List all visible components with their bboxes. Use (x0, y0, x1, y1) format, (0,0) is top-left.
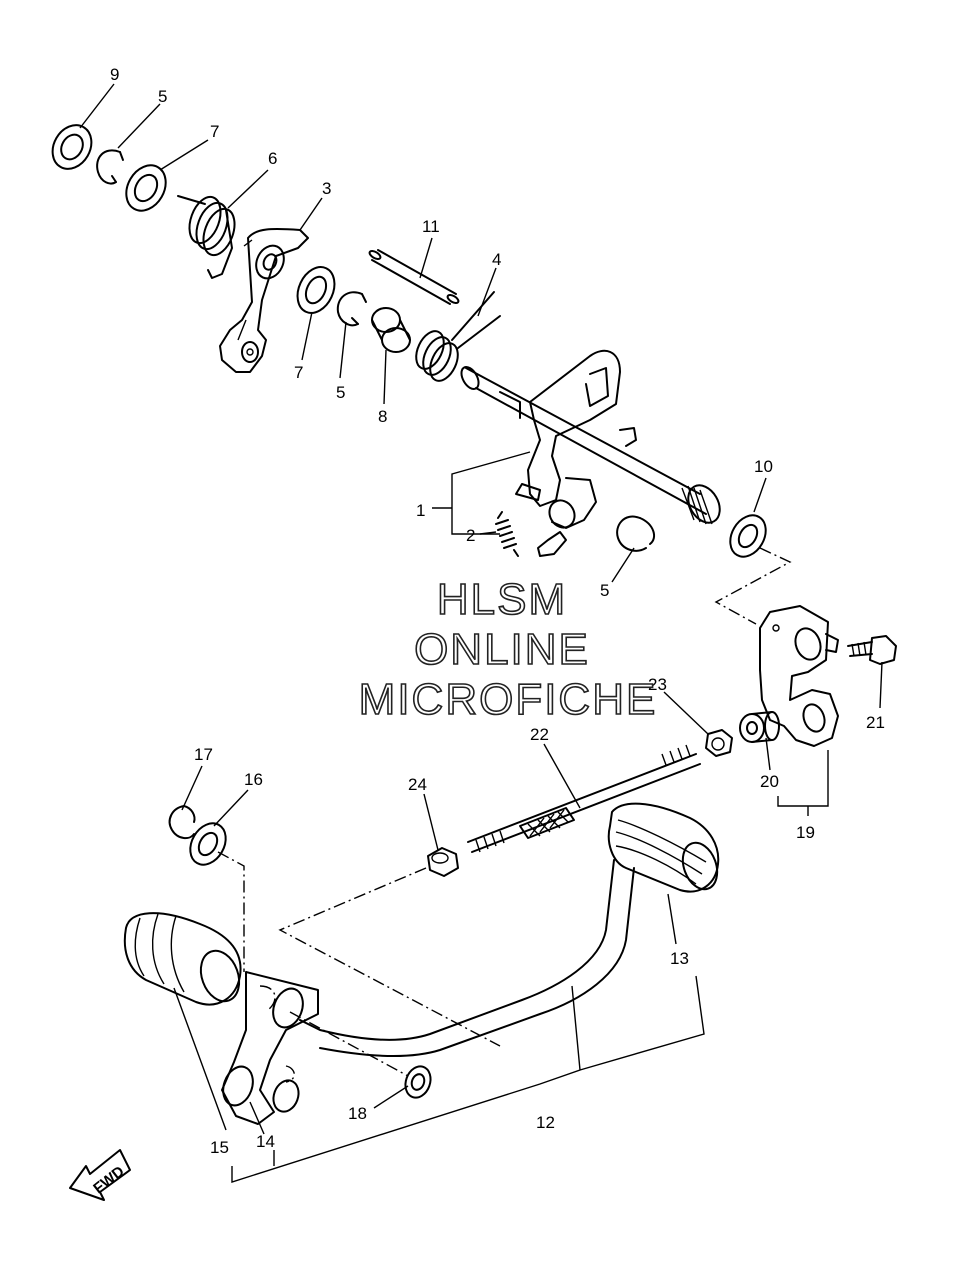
part-19-shift-arm (759, 605, 839, 747)
callout-4: 4 (492, 250, 501, 269)
part-7-washer-middle (296, 266, 336, 314)
leader-lines (79, 83, 883, 1183)
part-24-nut (427, 847, 459, 877)
part-22-shift-rod (467, 744, 701, 853)
callout-20: 20 (760, 772, 779, 791)
part-6-spring (177, 195, 236, 279)
watermark-line-1: HLSM (437, 575, 567, 624)
callout-6: 6 (268, 149, 277, 168)
part-9-washer (51, 124, 93, 170)
part-7-washer-top (125, 164, 167, 212)
callout-7-middle: 7 (294, 363, 303, 382)
forward-direction-arrow-icon: FWD (69, 1149, 131, 1201)
callout-24: 24 (408, 775, 427, 794)
watermark-line-2: ONLINE (414, 625, 590, 674)
callout-23: 23 (648, 675, 667, 694)
callout-3: 3 (322, 179, 331, 198)
callout-13: 13 (670, 949, 689, 968)
callout-19: 19 (796, 823, 815, 842)
callout-12: 12 (536, 1113, 555, 1132)
callout-labels: 9 5 7 6 3 7 5 8 11 4 1 2 5 10 21 20 19 2… (110, 65, 885, 1157)
part-16-washer (189, 822, 227, 866)
callout-22: 22 (530, 725, 549, 744)
callout-5-lower: 5 (600, 581, 609, 600)
callout-10: 10 (754, 457, 773, 476)
part-4-spring (415, 291, 501, 382)
part-11-pin (368, 249, 460, 305)
part-1-shift-shaft (460, 349, 721, 557)
part-12-shift-pedal (221, 859, 635, 1125)
part-15-toe-rubber (123, 912, 242, 1006)
callout-21: 21 (866, 713, 885, 732)
part-17-clip (168, 805, 196, 840)
callout-15: 15 (210, 1138, 229, 1157)
callout-16: 16 (244, 770, 263, 789)
part-14-boss (222, 1065, 254, 1107)
callout-1: 1 (416, 501, 425, 520)
callout-5-top: 5 (158, 87, 167, 106)
part-20-pivot-collar (739, 711, 780, 743)
callout-7-top: 7 (210, 122, 219, 141)
callout-5-middle: 5 (336, 383, 345, 402)
part-10-washer (729, 514, 767, 558)
callout-2: 2 (466, 526, 475, 545)
part-5-circlip-top (96, 149, 124, 185)
callout-14: 14 (256, 1132, 275, 1151)
watermark-line-3: MICROFICHE (359, 675, 658, 724)
part-23-nut (705, 729, 733, 757)
part-18-washer (404, 1065, 432, 1099)
callout-11: 11 (422, 217, 440, 236)
part-5-circlip-middle (336, 291, 367, 327)
fwd-label: FWD (90, 1163, 128, 1198)
callout-9: 9 (110, 65, 119, 84)
callout-17: 17 (194, 745, 213, 764)
callout-8: 8 (378, 407, 387, 426)
callout-18: 18 (348, 1104, 367, 1123)
part-8-collar (371, 307, 411, 353)
part-3-stopper-lever (219, 228, 309, 373)
part-13-pedal-rubber (607, 802, 720, 893)
part-5-circlip-lower (616, 515, 656, 552)
assembly-lines (217, 547, 792, 1077)
watermark: HLSM ONLINE MICROFICHE (358, 574, 658, 725)
part-2-spring (495, 511, 519, 557)
part-21-bolt (847, 635, 897, 665)
